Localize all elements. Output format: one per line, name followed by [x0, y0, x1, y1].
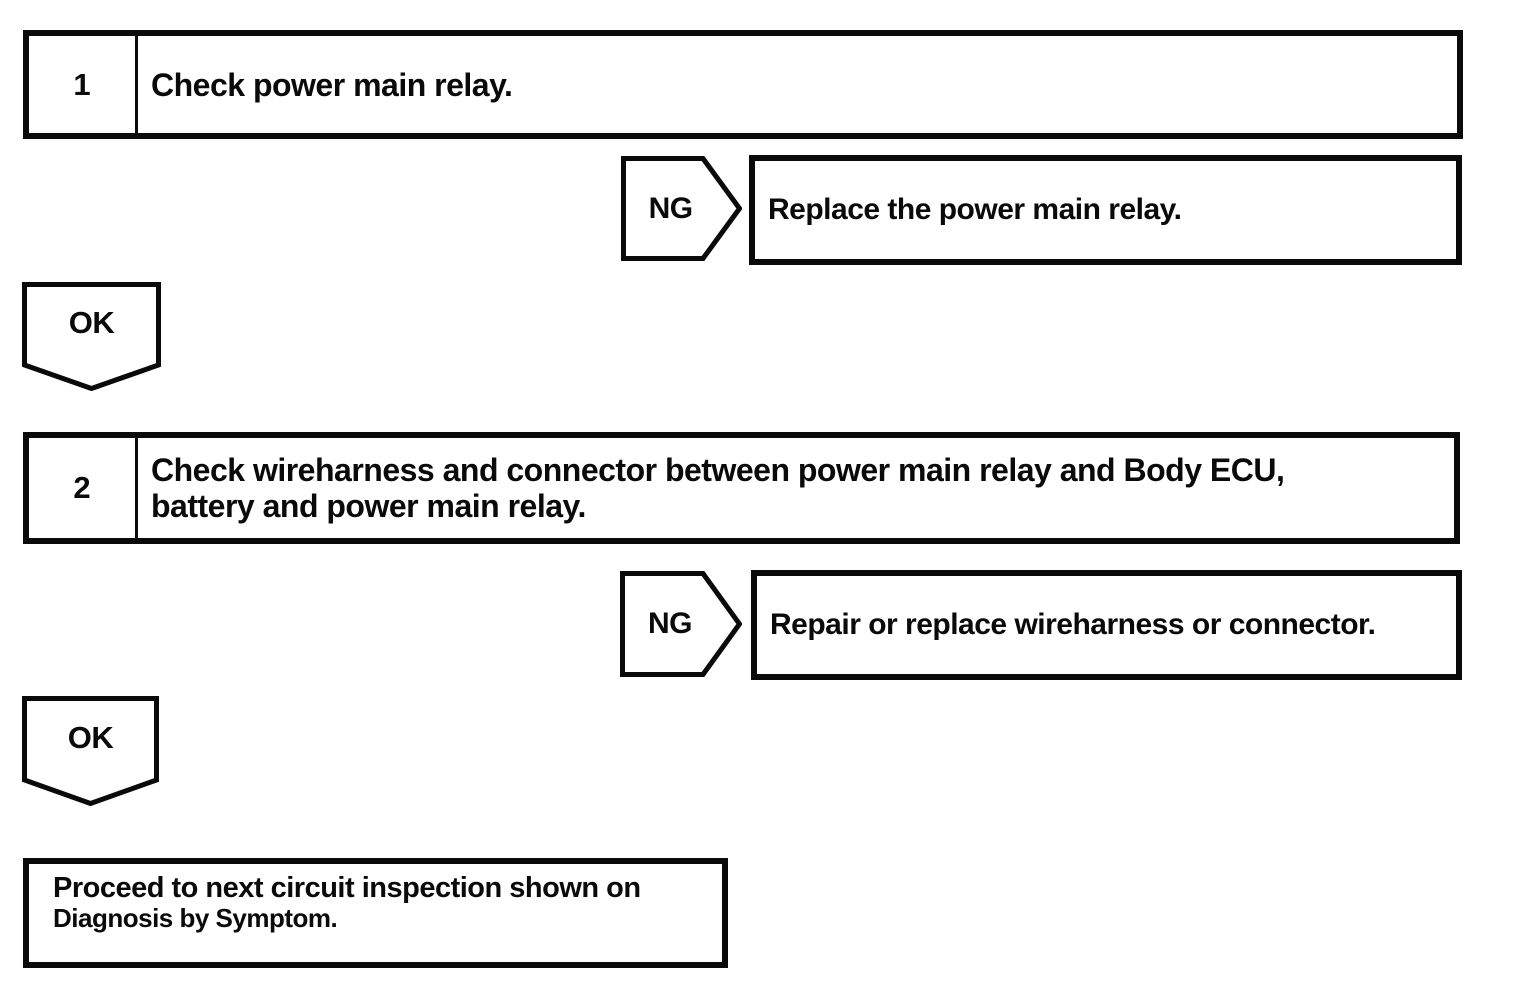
ng-arrow-shape	[621, 156, 742, 261]
step-1-ok-label: OK	[68, 305, 115, 341]
step-2-ng-action-box: Repair or replace wireharness or connect…	[751, 570, 1462, 680]
ok-pentagon-shape	[22, 282, 161, 391]
step-2-ng-action: Repair or replace wireharness or connect…	[770, 608, 1376, 641]
step-2-ok-pentagon: OK	[22, 696, 159, 806]
step-2-ng-arrow: NG	[620, 571, 742, 677]
step-1-box: 1 Check power main relay.	[23, 30, 1463, 139]
ok-pentagon-shape	[22, 696, 159, 806]
step-1-number: 1	[29, 36, 138, 133]
step-2-instruction-line-2: battery and power main relay.	[151, 488, 586, 524]
step-1-instruction: Check power main relay.	[151, 66, 513, 103]
step-2-box: 2 Check wireharness and connector betwee…	[23, 432, 1460, 544]
step-2-instruction-cell: Check wireharness and connector between …	[138, 438, 1454, 538]
step-2-instruction-line-1: Check wireharness and connector between …	[151, 452, 1285, 488]
step-1-ng-action-box: Replace the power main relay.	[749, 155, 1462, 265]
terminal-line-1: Proceed to next circuit inspection shown…	[53, 872, 641, 904]
step-2-ng-label: NG	[648, 607, 693, 640]
step-1-ng-arrow: NG	[621, 156, 742, 261]
terminal-line-2: Diagnosis by Symptom.	[53, 903, 338, 933]
ng-arrow-shape	[620, 571, 742, 677]
step-2-number: 2	[29, 438, 138, 538]
step-1-ok-pentagon: OK	[22, 282, 161, 391]
step-2-ok-label: OK	[67, 719, 114, 755]
step-1-ng-label: NG	[648, 191, 694, 225]
terminal-box: Proceed to next circuit inspection shown…	[23, 858, 728, 968]
step-1-ng-action: Replace the power main relay.	[768, 193, 1182, 226]
step-1-instruction-cell: Check power main relay.	[138, 36, 1457, 133]
